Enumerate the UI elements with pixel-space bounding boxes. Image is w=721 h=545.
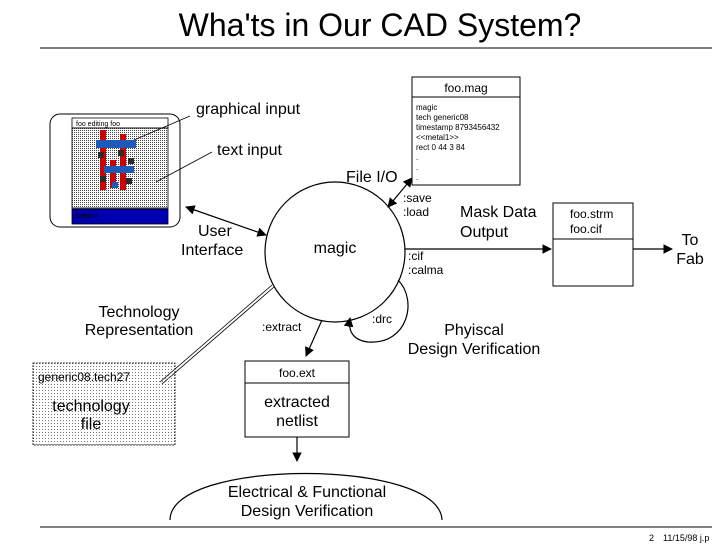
strm-file-box: foo.strm foo.cif <box>552 202 634 287</box>
physical-verif-label-1: Phyiscal <box>444 322 504 339</box>
file-io-arrow <box>387 177 413 208</box>
to-fab-label-1: To <box>682 232 699 249</box>
window-title: foo editing foo <box>76 121 120 128</box>
extract-arrow <box>305 319 323 357</box>
mag-line-7: . <box>416 173 418 182</box>
magic-label: magic <box>314 240 357 257</box>
mask-data-label-1: Mask Data <box>460 204 537 221</box>
footer-page: 2 <box>649 533 654 543</box>
mag-line-2: timestamp 8793456432 <box>416 123 500 132</box>
mag-line-4: rect 0 44 3 84 <box>416 143 465 152</box>
strm-line-1: foo.cif <box>570 222 603 236</box>
graphical-input-pointer <box>133 115 191 141</box>
cif-command: :cif <box>408 249 424 263</box>
drc-loop <box>343 279 409 343</box>
extract-command: :extract <box>262 320 302 334</box>
magic-window-thumbnail: foo editing foo Gen/cif <box>49 113 181 228</box>
ext-file-box: foo.ext extracted netlist <box>244 360 350 438</box>
physical-verif-label-2: Design Verification <box>408 341 541 358</box>
mag-line-0: magic <box>416 103 437 112</box>
drc-command: :drc <box>372 312 392 326</box>
tech-rep-label-1: Technology <box>99 304 180 321</box>
calma-command: :calma <box>408 263 444 277</box>
load-command: :load <box>403 205 429 219</box>
magic-circle <box>264 181 406 323</box>
ext-file-header: foo.ext <box>279 366 316 380</box>
tech-file-link <box>159 284 273 383</box>
page-title: Wha'ts in Our CAD System? <box>179 7 582 43</box>
text-input-label: text input <box>217 142 282 159</box>
tech-file-link-2 <box>161 286 275 385</box>
window-status: Gen/cif <box>76 213 98 220</box>
strm-line-0: foo.strm <box>570 207 613 221</box>
tech-file-body-2: file <box>81 416 102 433</box>
electrical-verif-dome <box>169 472 443 521</box>
electrical-verif-label-1: Electrical & Functional <box>228 484 386 501</box>
user-interface-label-2: Interface <box>181 242 243 259</box>
mask-data-label-2: Output <box>460 224 509 241</box>
user-interface-label-1: User <box>198 223 232 240</box>
save-command: :save <box>403 191 432 205</box>
tech-rep-label-2: Representation <box>85 322 194 339</box>
mag-file-box: foo.mag magic tech generic08 timestamp 8… <box>411 76 521 186</box>
tech-file-body-1: technology <box>52 398 129 415</box>
tech-file-box: generic08.tech27 technology file <box>32 362 176 446</box>
file-io-label: File I/O <box>346 169 398 186</box>
mag-line-5: . <box>416 153 418 162</box>
mag-line-3: <<metal1>> <box>416 133 459 142</box>
ext-file-body-2: netlist <box>276 413 318 430</box>
graphical-input-label: graphical input <box>196 101 301 118</box>
ext-file-body-1: extracted <box>264 394 330 411</box>
text-input-pointer <box>155 151 213 183</box>
mag-file-header: foo.mag <box>444 81 487 95</box>
footer-date: 11/15/98 j.p <box>663 533 709 543</box>
tech-file-header: generic08.tech27 <box>38 370 130 384</box>
mag-line-6: . <box>416 163 418 172</box>
mag-line-1: tech generic08 <box>416 113 469 122</box>
user-interface-arrow <box>185 205 267 237</box>
electrical-verif-label-2: Design Verification <box>241 503 374 520</box>
to-fab-label-2: Fab <box>676 251 704 268</box>
